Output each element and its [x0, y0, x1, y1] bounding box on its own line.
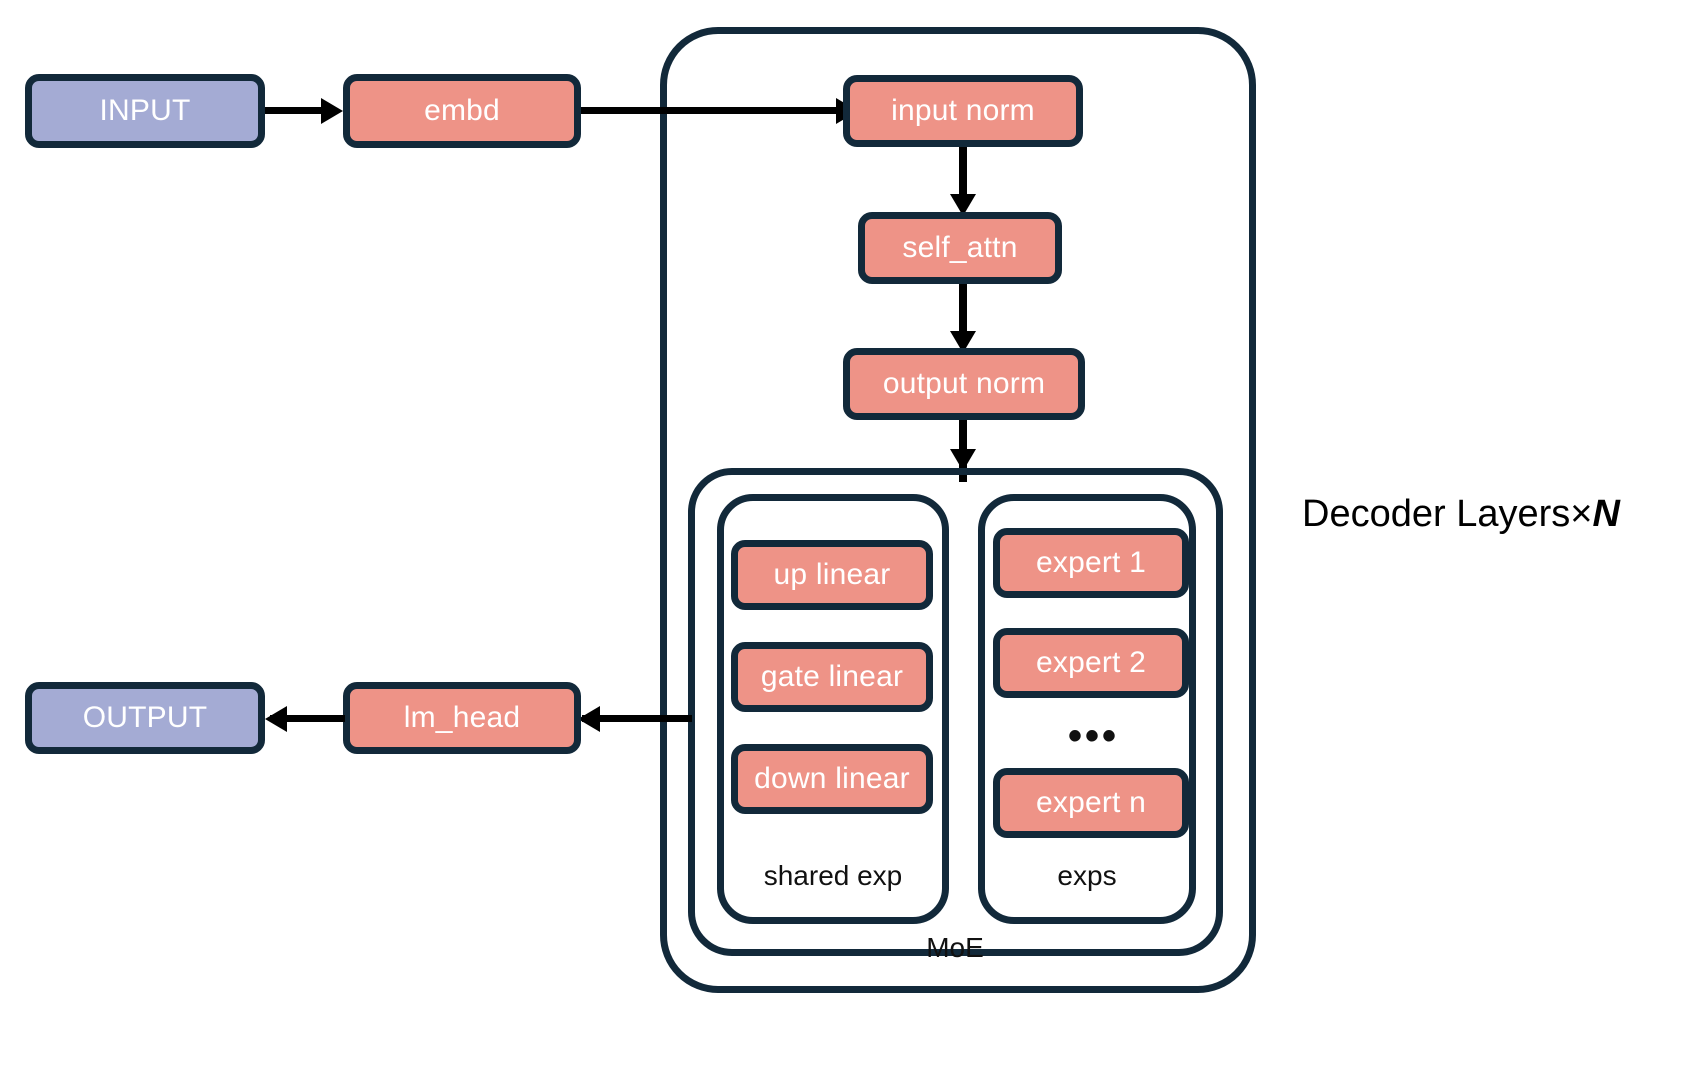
decoder-layers-caption: Decoder Layers×N [1302, 495, 1620, 533]
expert-2-node[interactable]: expert 2 [993, 628, 1189, 698]
edge-input-to-embd [265, 107, 323, 114]
input-node[interactable]: INPUT [25, 74, 265, 148]
edge-decoder-to-lm-head [582, 715, 692, 722]
arrowhead-lm-head-to-output [265, 706, 287, 732]
routed-experts-container [978, 494, 1196, 924]
arrowhead-input-to-embd [321, 98, 343, 124]
experts-ellipsis: ••• [1068, 714, 1120, 758]
routed-experts-label: exps [1057, 860, 1117, 891]
decoder-layers-count-variable: N [1592, 493, 1620, 535]
moe-label: MoE [926, 932, 984, 963]
decoder-layers-caption-text: Decoder Layers× [1302, 493, 1593, 535]
shared-expert-label: shared exp [763, 860, 903, 891]
embd-node[interactable]: embd [343, 74, 581, 148]
expert-n-node[interactable]: expert n [993, 768, 1189, 838]
decoder-layers-container [660, 27, 1256, 993]
arrowhead-self-attn-to-output-norm [950, 331, 976, 353]
self-attn-node[interactable]: self_attn [858, 212, 1062, 284]
output-node[interactable]: OUTPUT [25, 682, 265, 754]
gate-linear-node[interactable]: gate linear [731, 642, 933, 712]
input-norm-node[interactable]: input norm [843, 75, 1083, 147]
up-linear-node[interactable]: up linear [731, 540, 933, 610]
arrowhead-output-norm-to-moe [950, 449, 976, 471]
edge-embd-to-input-norm [581, 107, 839, 114]
shared-expert-container [717, 494, 949, 924]
edge-input-norm-to-self-attn [959, 147, 967, 207]
edge-lm-head-to-output [270, 715, 345, 722]
moe-container [688, 468, 1223, 956]
arrowhead-input-norm-to-self-attn [950, 194, 976, 216]
down-linear-node[interactable]: down linear [731, 744, 933, 814]
lm-head-node[interactable]: lm_head [343, 682, 581, 754]
arrowhead-decoder-to-lm-head [578, 706, 600, 732]
expert-1-node[interactable]: expert 1 [993, 528, 1189, 598]
edge-self-attn-to-output-norm [959, 284, 967, 344]
output-norm-node[interactable]: output norm [843, 348, 1085, 420]
